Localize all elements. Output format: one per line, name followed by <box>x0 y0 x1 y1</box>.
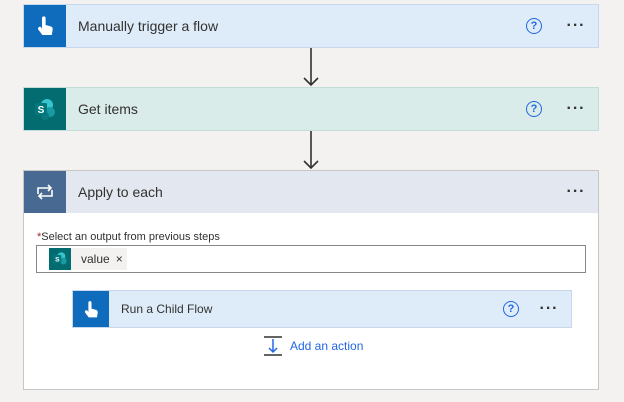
add-action-label: Add an action <box>290 339 364 353</box>
connector-arrow-icon <box>303 131 319 170</box>
get-items-card[interactable]: S Get items ? ··· <box>23 87 599 131</box>
remove-token-icon[interactable]: × <box>115 252 123 266</box>
get-items-title: Get items <box>78 101 138 117</box>
value-token[interactable]: S value × <box>49 248 127 270</box>
run-child-flow-card[interactable]: Run a Child Flow ? ··· <box>72 290 572 328</box>
apply-to-each-title: Apply to each <box>78 184 163 200</box>
help-icon[interactable]: ? <box>503 301 519 317</box>
more-options-icon[interactable]: ··· <box>566 183 586 200</box>
svg-text:S: S <box>38 105 45 116</box>
loop-icon <box>24 171 66 213</box>
svg-text:S: S <box>55 257 60 264</box>
field-label: *Select an output from previous steps <box>37 231 220 243</box>
insert-step-icon <box>264 336 282 356</box>
touch-hand-icon <box>24 5 66 47</box>
apply-to-each-card: Apply to each ··· <box>23 170 599 390</box>
help-icon[interactable]: ? <box>526 101 542 117</box>
apply-to-each-header[interactable]: Apply to each ··· <box>24 171 598 213</box>
sharepoint-icon: S <box>49 248 71 270</box>
sharepoint-icon: S <box>24 88 66 130</box>
required-mark: * <box>37 231 42 243</box>
previous-output-input[interactable]: S value × <box>36 245 586 273</box>
run-child-flow-title: Run a Child Flow <box>121 302 213 316</box>
trigger-title: Manually trigger a flow <box>78 18 219 34</box>
connector-arrow-icon <box>303 48 319 87</box>
more-options-icon[interactable]: ··· <box>566 17 586 34</box>
more-options-icon[interactable]: ··· <box>566 100 586 117</box>
field-label-text: Select an output from previous steps <box>41 231 220 243</box>
more-options-icon[interactable]: ··· <box>539 300 559 317</box>
help-icon[interactable]: ? <box>526 18 542 34</box>
touch-hand-icon <box>73 291 109 327</box>
trigger-card[interactable]: Manually trigger a flow ? ··· <box>23 4 599 48</box>
token-label: value <box>81 252 110 266</box>
add-action-button[interactable]: Add an action <box>262 335 363 357</box>
